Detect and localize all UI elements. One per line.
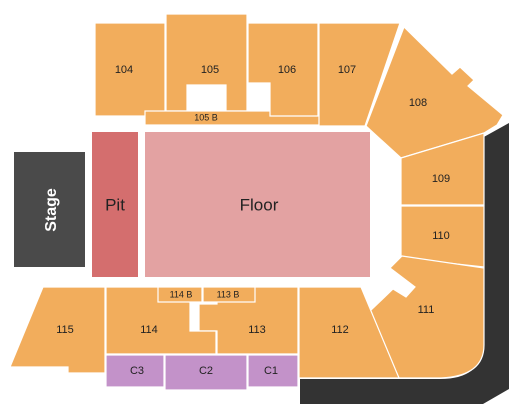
section-112[interactable] xyxy=(298,286,400,379)
section-108[interactable] xyxy=(365,25,504,159)
box-c2[interactable] xyxy=(164,354,248,391)
section-107[interactable] xyxy=(318,22,401,127)
section-111[interactable] xyxy=(368,255,485,379)
stage-area[interactable] xyxy=(14,152,85,267)
section-109[interactable] xyxy=(400,132,485,206)
box-c3[interactable] xyxy=(105,354,165,388)
section-110[interactable] xyxy=(400,205,485,268)
pit-section[interactable] xyxy=(92,132,138,277)
section-106[interactable] xyxy=(247,22,319,117)
section-105[interactable] xyxy=(165,13,248,112)
section-113b[interactable] xyxy=(202,286,256,303)
arena-wall xyxy=(300,123,509,404)
section-104[interactable] xyxy=(94,22,166,117)
section-114b[interactable] xyxy=(157,286,203,303)
section-115[interactable] xyxy=(9,286,106,374)
section-113[interactable] xyxy=(198,286,299,355)
box-c1[interactable] xyxy=(247,354,299,388)
floor-section[interactable] xyxy=(145,132,370,277)
